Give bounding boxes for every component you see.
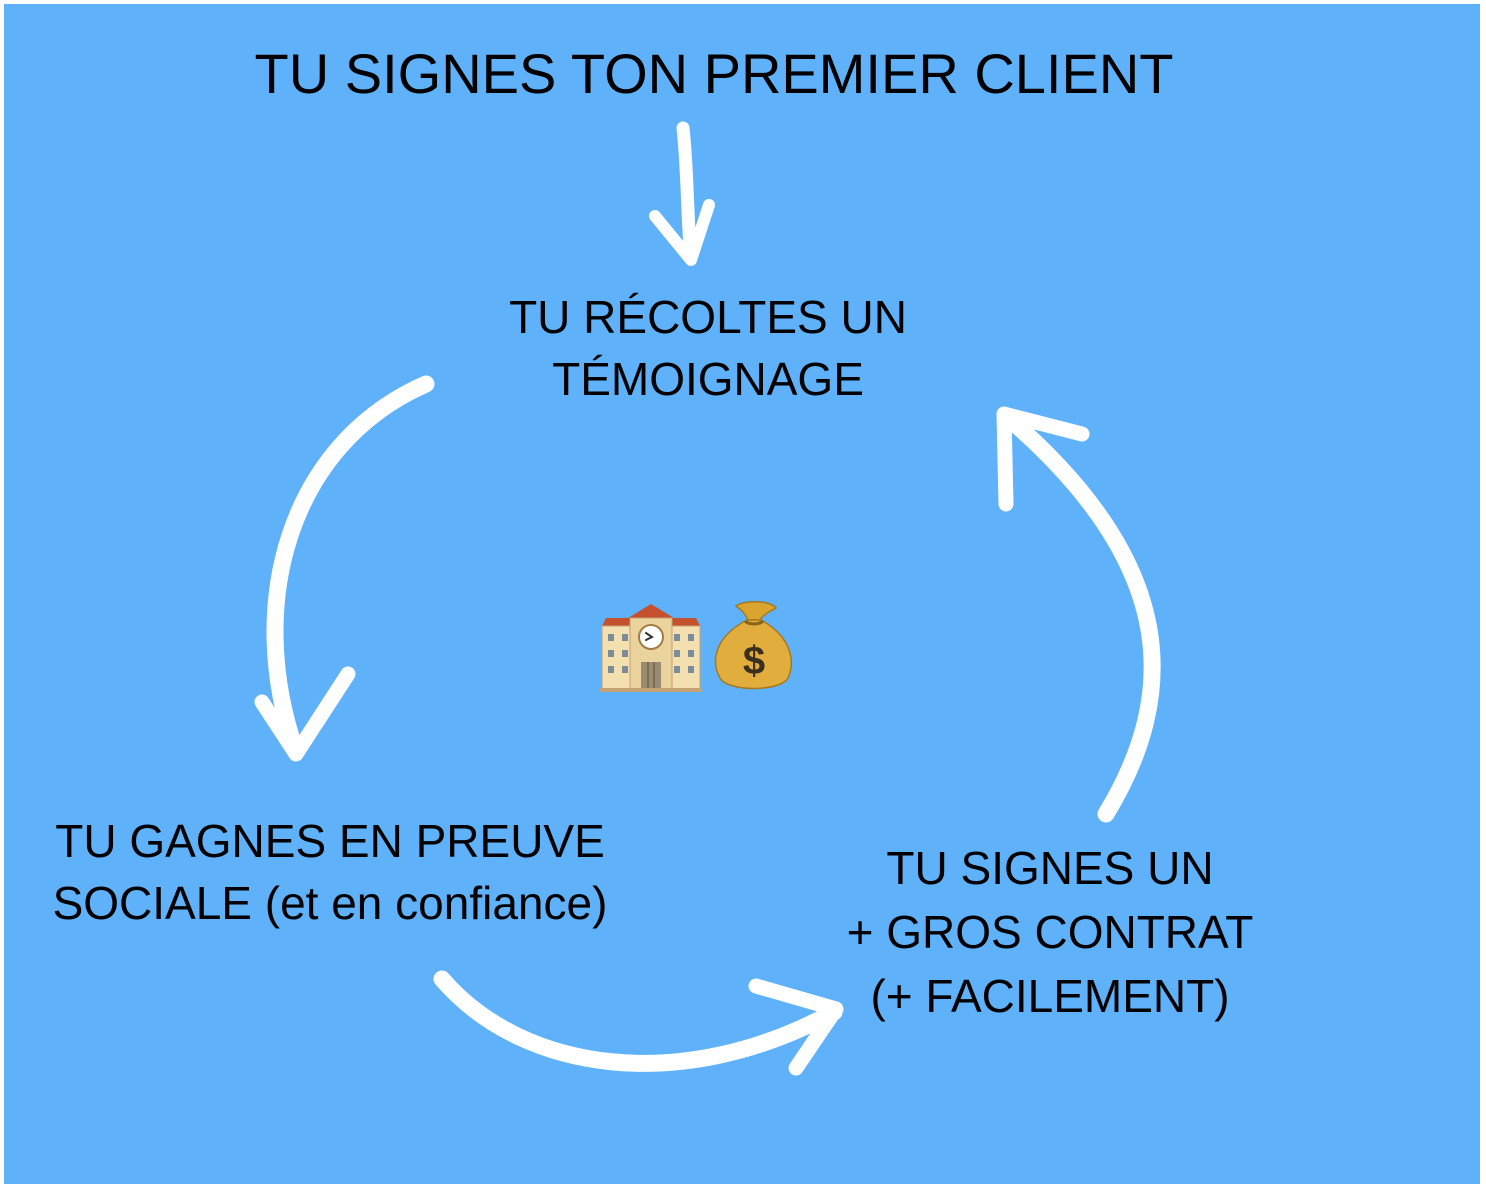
arrow-title-to-top-head xyxy=(649,199,715,266)
node-right-line-2: + GROS CONTRAT xyxy=(846,906,1254,958)
diagram-canvas: TU SIGNES TON PREMIER CLIENT TU RÉCOLTES… xyxy=(4,4,1480,1184)
arrow-left-to-right-head xyxy=(748,978,844,1076)
diagram-title: TU SIGNES TON PREMIER CLIENT xyxy=(254,42,1174,105)
arrow-top-to-left xyxy=(266,375,435,761)
arrow-right-to-top-head xyxy=(996,406,1090,512)
node-social-proof: TU GAGNES EN PREUVE SOCIALE (et en confi… xyxy=(30,810,630,934)
node-right-line-1: TU SIGNES UN xyxy=(886,842,1214,894)
node-top-line-2: TÉMOIGNAGE xyxy=(552,353,864,405)
node-bigger-contract: TU SIGNES UN + GROS CONTRAT (+ FACILEMEN… xyxy=(750,836,1350,1028)
arrow-title-to-top xyxy=(676,121,698,265)
node-collect-testimonial: TU RÉCOLTES UN TÉMOIGNAGE xyxy=(408,286,1008,410)
arrow-left-to-right xyxy=(433,970,843,1072)
node-top-line-1: TU RÉCOLTES UN xyxy=(509,291,907,343)
node-left-line-1: TU GAGNES EN PREUVE xyxy=(55,815,605,867)
arrow-right-to-top xyxy=(997,407,1161,823)
node-left-line-2: SOCIALE (et en confiance) xyxy=(52,877,608,929)
svg-text:$: $ xyxy=(743,639,765,683)
money-bag-icon: $ xyxy=(714,601,792,690)
cycle-arrows xyxy=(254,121,1161,1076)
school-building-icon xyxy=(600,604,702,692)
node-right-line-3: (+ FACILEMENT) xyxy=(870,970,1230,1022)
arrow-top-to-left-head xyxy=(254,666,356,762)
center-icons: $ xyxy=(600,601,792,692)
